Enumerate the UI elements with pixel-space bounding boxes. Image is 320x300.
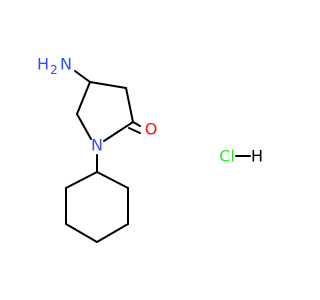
structure-canvas: H 2 N N O Cl H <box>37 55 263 243</box>
bond-n1-c5 <box>76 113 92 140</box>
bond-c5-c4 <box>76 81 91 115</box>
bond-c4-nh2 <box>74 70 91 83</box>
amino-nitrogen-label: N <box>60 55 72 74</box>
bond-carbonyl-1 <box>132 121 141 127</box>
hcl-hydrogen-label: H <box>251 147 263 166</box>
molecule-drawing: H 2 N N O Cl H <box>37 55 263 243</box>
bond-cy-1 <box>96 171 129 189</box>
bond-c4-c3 <box>89 81 127 89</box>
amino-subscript-label: 2 <box>50 63 58 77</box>
bond-carbonyl-2 <box>128 127 141 134</box>
bond-cy-3 <box>96 223 129 243</box>
ring-nitrogen-label: N <box>91 136 103 155</box>
amino-hydrogen-label: H <box>37 55 49 74</box>
carbonyl-oxygen-label: O <box>145 120 158 139</box>
bond-cy-4 <box>65 223 98 243</box>
chlorine-label: Cl <box>219 147 235 166</box>
bond-c3-c2 <box>125 87 134 123</box>
bond-c2-n1 <box>103 121 134 142</box>
bond-cy-6 <box>65 171 98 189</box>
